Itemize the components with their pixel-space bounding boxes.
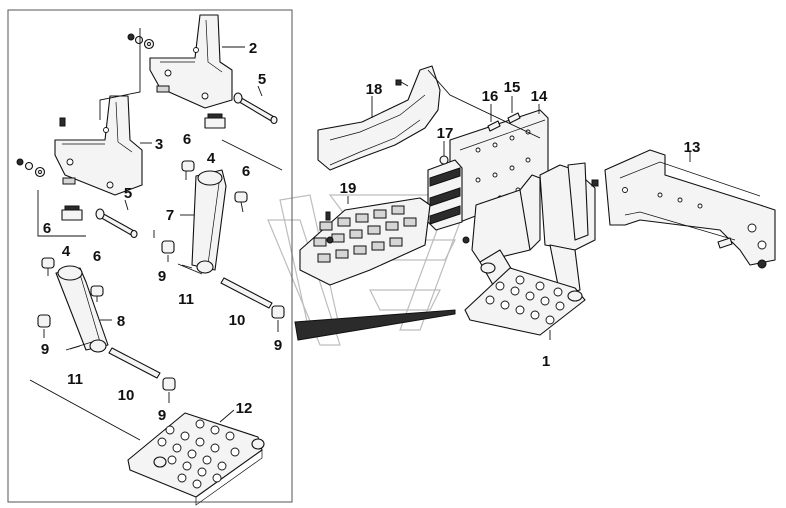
callout-13: 13 [684,139,701,156]
leader-lines-right [347,69,691,340]
shaft-part-10-upper [220,277,273,309]
cover-part-18 [317,65,441,171]
bushing-part-6-lower [41,257,104,297]
rod-part-11-lower [65,341,93,351]
step-1-holes [485,275,565,325]
callout-18: 18 [366,81,383,98]
callout-9-a: 9 [158,268,166,285]
callout-5-upper: 5 [258,71,266,88]
callout-17: 17 [437,125,454,142]
clip-part-4-upper [204,113,226,129]
pin-part-5-upper [233,92,278,125]
tread-19-pattern [313,205,417,263]
leader-lines-left [29,28,283,441]
callout-6-lower-left: 6 [43,220,51,237]
callout-9-d: 9 [158,407,166,424]
rod-part-11-upper [177,263,203,275]
callout-15: 15 [504,79,521,96]
bushing-part-6-upper [181,160,248,203]
washer-nut-set-upper [127,33,155,50]
callout-2: 2 [249,40,257,57]
callout-11-upper: 11 [178,291,194,308]
callout-4-lower: 4 [62,243,71,260]
tread-part-19 [299,197,470,286]
callout-4-upper: 4 [207,150,216,167]
bolt-part-16 [487,104,501,132]
shaft-part-10-lower [108,347,161,379]
assembly-pointer-wedge [294,309,456,341]
callout-labels: 1 2 3 4 4 5 5 6 6 6 6 7 8 9 9 9 9 10 10 … [41,40,701,424]
callout-6-lower-right: 6 [93,248,101,265]
bolts-part-13 [717,237,767,269]
detail-frame [7,9,293,503]
step-assembly-part-1 [464,162,596,336]
pin-part-5-lower [95,208,138,239]
clip-part-4-lower [61,205,83,221]
callout-10-upper: 10 [229,312,246,329]
callout-10-lower: 10 [118,387,135,404]
callout-9-c: 9 [41,341,49,358]
callout-11-lower: 11 [67,371,83,388]
callout-12: 12 [236,400,253,417]
arm-part-7 [191,169,227,274]
callout-16: 16 [482,88,499,105]
frame-bracket-part-13 [591,149,776,266]
callout-14: 14 [531,88,548,105]
bolt-part-18 [395,79,409,87]
plate-12-holes [157,419,240,489]
bracket-block-part-17 [427,141,463,231]
callout-1: 1 [542,353,550,370]
callout-3: 3 [155,136,163,153]
callout-8: 8 [117,313,125,330]
bracket-part-3 [54,95,143,196]
bracket-part-2 [149,14,233,109]
callout-9-b: 9 [274,337,282,354]
callout-7: 7 [166,207,174,224]
callout-5-lower: 5 [124,185,132,202]
arm-part-8 [55,265,109,353]
callout-6-upper-left: 6 [183,131,191,148]
bolt-part-15 [507,96,521,124]
callout-6-upper-right: 6 [242,163,250,180]
step-plate-part-12 [127,412,265,506]
callout-19: 19 [340,180,357,197]
bushing-part-9-group [37,240,285,391]
washer-nut-set-lower [16,117,66,178]
